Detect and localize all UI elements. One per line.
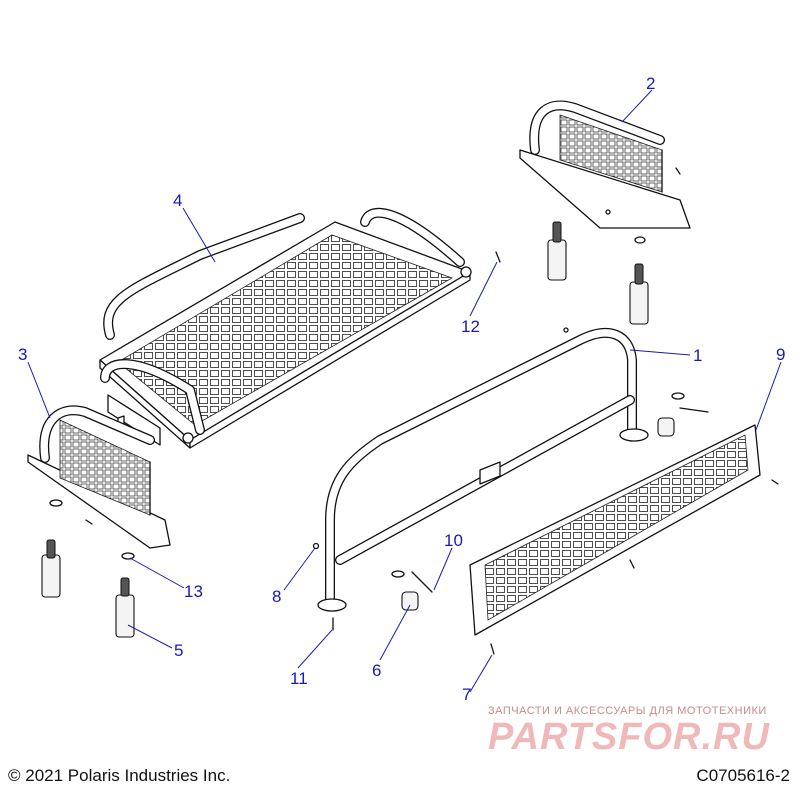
side-rail-panel-upper-part	[519, 100, 691, 229]
callout-labels: 1 2 3 4 5 6 7 8 9 10 11 12 13	[18, 74, 785, 704]
callout-8: 8	[272, 587, 281, 606]
callout-3: 3	[18, 345, 27, 364]
washer	[391, 570, 405, 578]
figure-code: C0705616-2	[696, 766, 790, 785]
callout-11: 11	[290, 669, 308, 688]
callout-9: 9	[776, 345, 785, 364]
bolt-10b	[679, 407, 709, 413]
washer-13	[121, 552, 135, 560]
latch-parts	[41, 221, 649, 638]
screw-7b	[629, 559, 635, 569]
callout-5: 5	[174, 641, 183, 660]
callout-6: 6	[372, 661, 381, 680]
watermark-tagline: ЗАПЧАСТИ И АКСЕССУАРЫ ДЛЯ МОТОТЕХНИКИ	[488, 705, 767, 717]
side-rail-panel-left-part	[27, 405, 171, 549]
bolt-10	[411, 571, 433, 593]
callout-7: 7	[462, 685, 471, 704]
callout-4: 4	[173, 191, 182, 210]
callout-13: 13	[184, 582, 203, 601]
hardware-parts	[49, 167, 779, 655]
latch-3	[41, 539, 61, 598]
latch-2	[629, 263, 649, 325]
net-panel-part	[469, 424, 761, 636]
screw-12	[495, 251, 501, 263]
cargo-rack-part	[99, 207, 472, 449]
callout-10: 10	[444, 531, 463, 550]
bushing-6b	[657, 417, 675, 437]
callout-1: 1	[693, 346, 702, 365]
nut-8	[312, 542, 320, 550]
callout-12: 12	[461, 317, 480, 336]
bushing-6	[401, 591, 419, 611]
latch-4	[115, 577, 135, 638]
washer-b	[671, 392, 685, 400]
copyright-text: © 2021 Polaris Industries Inc.	[8, 766, 231, 785]
callout-leaders	[27, 89, 782, 693]
frame-bar-part	[317, 327, 649, 612]
callout-2: 2	[646, 74, 655, 93]
screw-7	[490, 643, 495, 655]
washer-13b	[49, 499, 63, 507]
watermark-brand: PARTSFOR.RU	[488, 716, 770, 758]
latch-1	[547, 221, 567, 281]
